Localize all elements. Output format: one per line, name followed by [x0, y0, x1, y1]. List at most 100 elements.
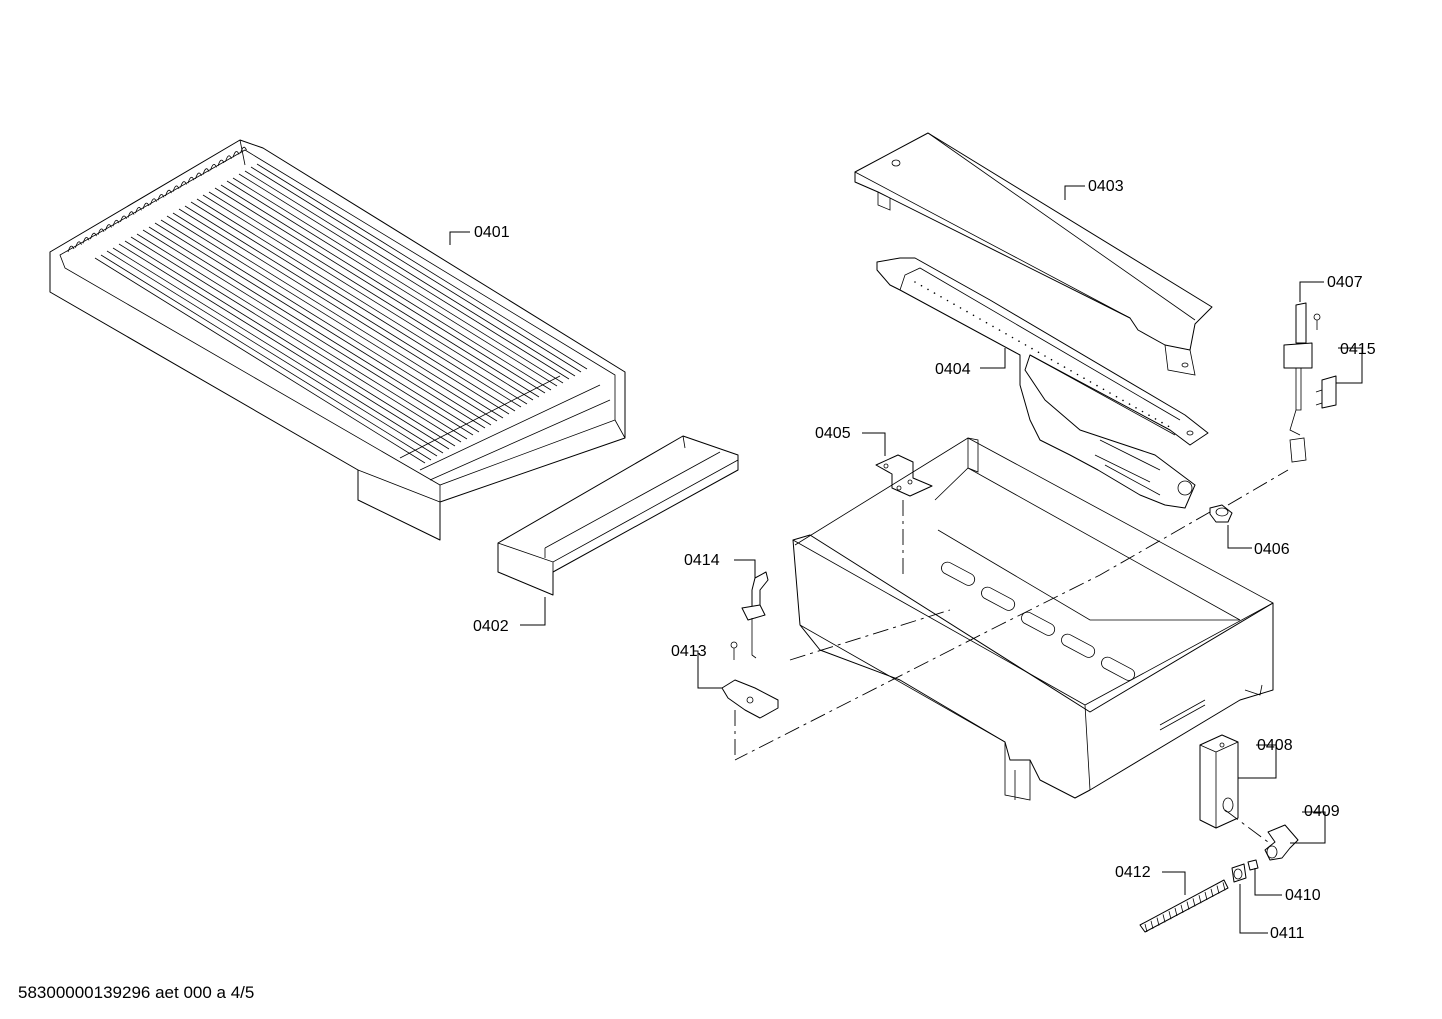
part-0415-clip [1315, 375, 1337, 409]
burner-port-mark [985, 321, 988, 324]
drawing-stroke [1222, 882, 1226, 891]
drawing-stroke [120, 215, 127, 223]
part-0413-electrode-bracket [721, 641, 779, 719]
part-0406-nozzle [1209, 504, 1233, 523]
callout-0407: 0407 [1327, 274, 1363, 291]
drawing-stroke [214, 187, 546, 394]
part-0402-drip-channel [497, 435, 739, 596]
drawing-stroke [154, 222, 486, 429]
drawing-stroke [172, 212, 504, 419]
burner-port-mark [933, 292, 936, 294]
part-0414-electrode [741, 571, 769, 659]
callout-0409: 0409 [1304, 803, 1340, 820]
part-0403-heat-shield [854, 132, 1213, 376]
callout-0412: 0412 [1115, 864, 1151, 881]
drawing-stroke [240, 146, 247, 154]
burner-port-mark [946, 299, 949, 302]
callout-0405: 0405 [815, 425, 851, 442]
drawing-stroke [220, 184, 552, 391]
drawing-stroke [196, 198, 528, 405]
burner-port-mark [1031, 347, 1033, 350]
callout-0402: 0402 [473, 618, 509, 635]
burner-port-mark [1167, 425, 1170, 428]
callout-0408: 0408 [1257, 737, 1293, 754]
callout-0415: 0415 [1340, 341, 1376, 358]
drawing-stroke [1180, 904, 1184, 913]
housing-box [792, 437, 1274, 801]
drawing-stroke [225, 155, 232, 162]
drawing-stroke [124, 240, 456, 447]
callout-leaders [449, 185, 1363, 934]
drawing-stroke [1156, 917, 1160, 926]
callout-0410: 0410 [1285, 887, 1321, 904]
part-0409-elbow [1264, 824, 1299, 861]
housing-slot [1101, 656, 1136, 681]
drawing-stroke [178, 208, 510, 415]
housing-slot [1061, 633, 1096, 658]
drawing-stroke [1174, 907, 1178, 917]
drawing-stroke [226, 180, 558, 387]
burner-port-mark [1122, 399, 1124, 402]
drawing-stroke [1144, 923, 1148, 933]
drawing-stroke [100, 254, 432, 461]
callout-0404: 0404 [935, 361, 971, 378]
drawing-stroke [82, 237, 90, 244]
drawing-stroke [184, 205, 516, 412]
drawing-stroke [190, 201, 522, 408]
drawing-footer-code: 58300000139296 aet 000 a 4/5 [18, 983, 254, 1002]
drawing-stroke [180, 181, 187, 188]
drawing-stroke [94, 257, 426, 464]
drawing-stroke [1204, 891, 1208, 901]
drawing-stroke [90, 232, 97, 240]
part-0404-burner-tube [876, 257, 1209, 509]
part-0401-grill-grate [49, 139, 626, 541]
burner-port-mark [914, 281, 916, 283]
burner-port-mark [959, 307, 962, 309]
drawing-stroke [97, 228, 105, 235]
housing-slot [981, 586, 1016, 611]
callout-0413: 0413 [671, 643, 707, 660]
burner-port-mark [992, 325, 994, 328]
drawing-stroke [208, 191, 540, 398]
burner-port-mark [1141, 410, 1144, 413]
burner-port-mark [972, 314, 975, 317]
burner-port-mark [998, 329, 1001, 331]
assembly-axes [734, 469, 1289, 843]
burner-port-mark [1089, 381, 1092, 383]
burner-port-mark [1154, 418, 1157, 420]
drawing-stroke [105, 224, 112, 231]
burner-port-mark [1102, 388, 1105, 391]
part-0411-fitting [1231, 863, 1247, 883]
burner-port-mark [1057, 362, 1059, 365]
burner-port-mark [953, 303, 955, 306]
drawing-stroke [166, 215, 498, 422]
burner-port-mark [1005, 333, 1007, 335]
burner-port-mark [1148, 414, 1150, 417]
drawing-stroke [1186, 901, 1190, 910]
burner-port-mark [1135, 407, 1137, 409]
drawing-stroke [142, 202, 150, 210]
drawing-stroke [135, 207, 142, 214]
burner-port-mark [1063, 366, 1066, 368]
drawing-stroke [202, 168, 210, 175]
drawing-stroke [238, 173, 570, 380]
housing-slot [941, 561, 976, 586]
burner-port-mark [920, 284, 923, 287]
drawing-stroke [187, 176, 195, 184]
drawing-stroke [157, 194, 165, 201]
burner-port-mark [1024, 344, 1027, 346]
drawing-stroke [1216, 885, 1220, 894]
callout-0401: 0401 [474, 224, 510, 241]
drawing-stroke [250, 166, 582, 373]
drawing-stroke [160, 219, 492, 426]
callout-0406: 0406 [1254, 541, 1290, 558]
drawing-stroke [106, 250, 438, 457]
callout-0403: 0403 [1088, 178, 1124, 195]
burner-port-mark [1096, 384, 1098, 387]
drawing-stroke [118, 243, 450, 450]
burner-port-mark [1011, 336, 1014, 339]
burner-port-mark [966, 310, 968, 313]
burner-port-mark [1083, 377, 1085, 380]
drawing-stroke [165, 189, 172, 197]
drawing-stroke [127, 211, 135, 218]
